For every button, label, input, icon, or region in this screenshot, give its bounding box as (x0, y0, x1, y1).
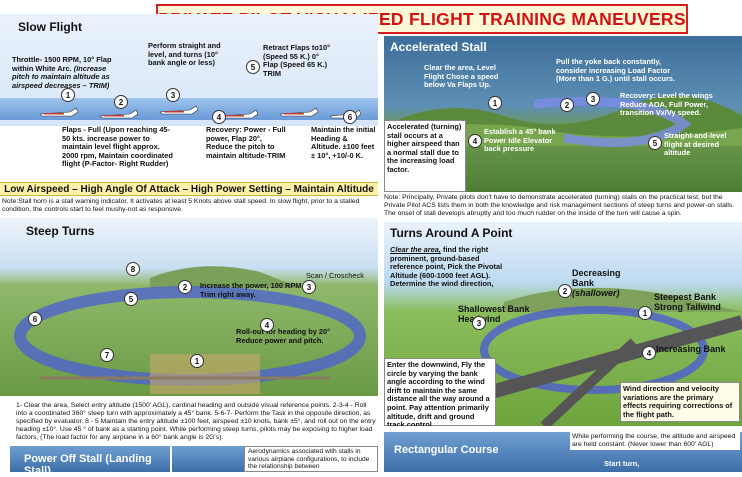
accel-step3: Recovery: Level the wings Reduce AOA, Fu… (620, 91, 713, 118)
rect-course-heading: Rectangular Course (394, 444, 499, 456)
steepest-bank-label: Steepest Bank Strong Tailwind (654, 292, 721, 312)
turns-num-4: 4 (642, 346, 656, 360)
slow-flight-num-6: 6 (343, 110, 357, 124)
accel-step1: Clear the area, Level Flight Chose a spe… (424, 63, 499, 90)
accel-step2: Pull the yoke back constantly, consider … (556, 57, 676, 84)
slow-flight-step2: Flaps - Full (Upon reaching 45-50 kts. i… (62, 125, 173, 169)
steep-num-2: 2 (178, 280, 192, 294)
increasing-bank-label: Increasing Bank (656, 344, 726, 354)
steep-num-8: 8 (126, 262, 140, 276)
accel-heading: Accelerated Stall (390, 40, 487, 54)
turns-point-intro: Clear the area, find the right prominent… (390, 245, 503, 289)
accel-step5: Straight-and-level flight at desired alt… (664, 131, 727, 158)
slow-flight-panel: Slow Flight Throttle- 1500 RPM, 10° Flap… (0, 14, 378, 222)
steep-num-3: 3 (302, 280, 316, 294)
accel-num-2: 2 (560, 98, 574, 112)
steep-num-1: 1 (190, 354, 204, 368)
turns-num-1: 1 (638, 306, 652, 320)
turns-num-2: 2 (558, 284, 572, 298)
shallowest-bank-label: Shallowest Bank Headwind (458, 304, 530, 324)
accel-step4: Establish a 45° bank Power Idle Elevator… (484, 127, 556, 154)
turns-point-heading: Turns Around A Point (390, 226, 513, 240)
slow-flight-planes (39, 105, 362, 119)
wind-box: Wind direction and velocity variations a… (620, 382, 740, 422)
accel-num-3: 3 (586, 92, 600, 106)
rect-course-note: While performing the course, the altitud… (570, 432, 740, 450)
accel-num-4: 4 (468, 134, 482, 148)
slow-flight-step4: Recovery: Power - Full power, Flap 20°, … (206, 125, 286, 160)
rect-course-panel: Rectangular Course Start turn, (384, 432, 742, 472)
turns-num-3: 3 (472, 316, 486, 330)
accelerated-stall-panel: Accelerated Stall Clear the area, Level … (384, 36, 742, 192)
slow-flight-heading: Slow Flight (18, 20, 82, 34)
accel-note: Note: Principally, Private pilots don't … (384, 194, 735, 217)
slow-flight-step5: Retract Flaps to10° (Speed 55 K.) 0° Fla… (263, 43, 331, 78)
slow-flight-num-3: 3 (166, 88, 180, 102)
steep-num-7: 7 (100, 348, 114, 362)
steep-turns-heading: Steep Turns (26, 224, 95, 238)
steep-label-power: Increase the power, 100 RPM Trim right a… (200, 281, 302, 299)
accel-num-5: 5 (648, 136, 662, 150)
slow-flight-banner: Low Airspeed – High Angle Of Attack – Hi… (0, 182, 378, 196)
slow-flight-num-2: 2 (114, 95, 128, 109)
accel-box: Accelerated (turning) stall occurs at a … (384, 120, 466, 192)
slow-flight-step3: Perform straight and level, and turns (1… (148, 41, 221, 68)
decreasing-bank-label: Decreasing Bank(shallower) (572, 268, 621, 298)
power-off-header: Power Off Stall (Landing Stall) (10, 446, 170, 477)
steep-turns-note: 1- Clear the area, Select entry altitude… (16, 402, 376, 441)
rect-course-start: Start turn, (604, 459, 640, 468)
power-off-heading: Power Off Stall (Landing Stall) (24, 453, 152, 477)
steep-label-scan: Scan / Croscheck (306, 271, 364, 280)
slow-flight-num-1: 1 (61, 88, 75, 102)
slow-flight-step1: Throttle- 1500 RPM, 10° Flap within Whit… (12, 55, 112, 90)
slow-flight-note: Note:Stall horn is a stall warning indic… (2, 198, 360, 213)
steep-num-4: 4 (260, 318, 274, 332)
steep-num-6: 6 (28, 312, 42, 326)
turns-point-panel: Turns Around A Point Clear the area, fin… (384, 222, 742, 426)
steep-num-5: 5 (124, 292, 138, 306)
slow-flight-step6: Maintain the initial Heading & Altitude.… (311, 125, 376, 160)
steep-label-rollout: Roll-out for heading by 20° Reduce power… (236, 327, 331, 345)
steep-turns-panel: Steep Turns Increase the power, 100 RPM … (0, 218, 378, 396)
accel-num-1: 1 (488, 96, 502, 110)
power-off-header-fill (172, 446, 244, 472)
slow-flight-num-5: 5 (246, 60, 260, 74)
turns-point-box: Enter the downwind, Fly the circle by va… (384, 358, 496, 426)
slow-flight-num-4: 4 (212, 110, 226, 124)
power-off-box: Aerodynamics associated with stalls in v… (244, 446, 378, 472)
